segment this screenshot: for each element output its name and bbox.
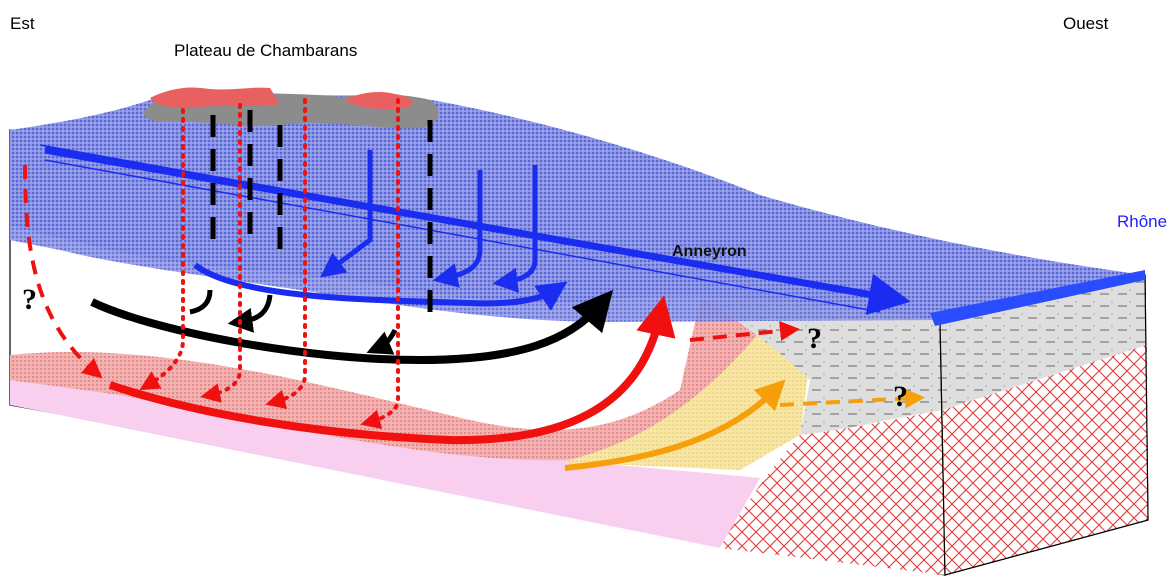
- label-est: Est: [10, 14, 35, 33]
- plateau-red: [150, 87, 280, 108]
- blue-valley-flow: [44, 146, 911, 316]
- yellow-layer: [560, 320, 810, 470]
- red-deep-flow: [108, 295, 676, 445]
- orange-flow: [564, 379, 786, 471]
- red-dashed-left: [23, 164, 103, 379]
- label-rhone: Rhône: [1117, 212, 1168, 231]
- label-anneyron: Anneyron: [672, 243, 747, 260]
- basement-crosshatch: [720, 410, 945, 575]
- question-mark-left: ?: [22, 283, 37, 316]
- question-mark-middle: ?: [807, 322, 822, 355]
- blue-infiltration-arrows: [320, 150, 538, 293]
- black-wells: [210, 110, 433, 320]
- red-dotted-flows: [139, 98, 400, 430]
- red-dashed-right: [689, 321, 800, 342]
- rhone-river: [930, 270, 1145, 326]
- side-crosshatch: [943, 345, 1148, 575]
- black-flow: [90, 289, 614, 365]
- label-ouest: Ouest: [1063, 14, 1109, 33]
- pink-layer: [10, 369, 760, 548]
- label-plateau: Plateau de Chambarans: [174, 41, 358, 60]
- question-mark-right: ?: [893, 380, 908, 413]
- blue-lower-flow: [193, 262, 568, 311]
